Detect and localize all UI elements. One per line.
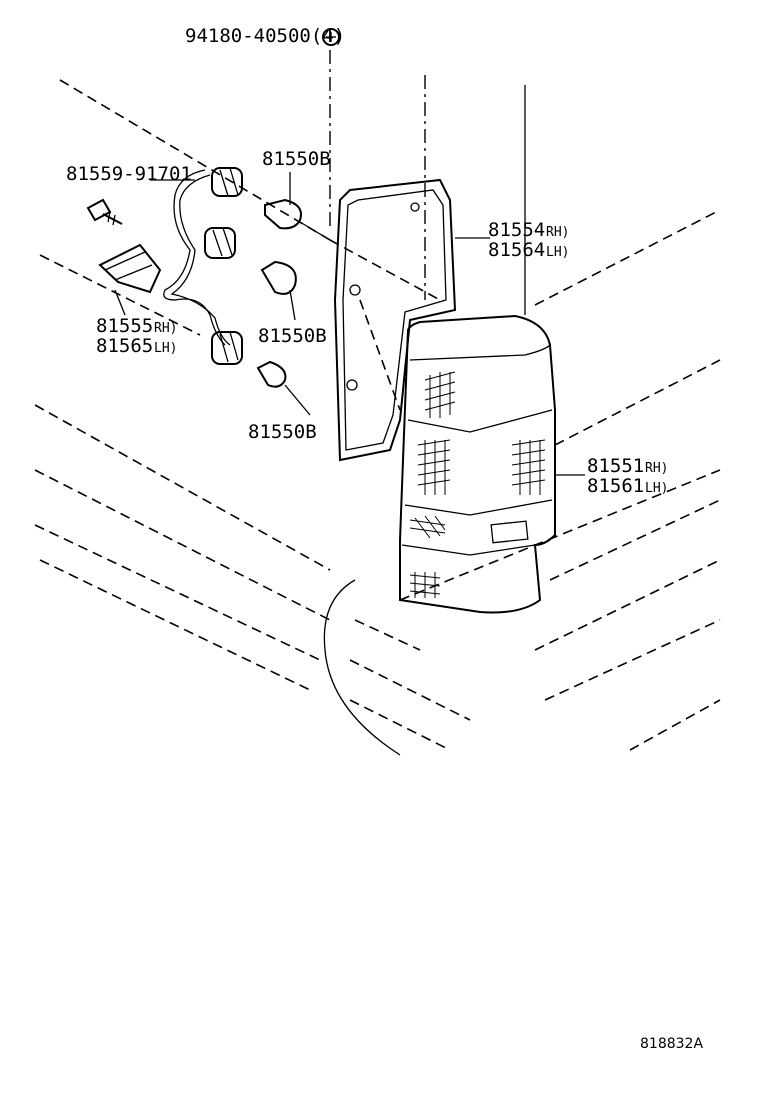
callout-text: 81565 xyxy=(96,335,153,357)
callout-text: 81550B xyxy=(248,421,317,443)
screw xyxy=(86,198,123,226)
socket-bottom xyxy=(211,331,243,365)
bulb-top xyxy=(264,198,302,230)
gasket xyxy=(333,178,457,462)
callout-screw: 81559-91701 xyxy=(66,163,192,185)
callout-side: LH) xyxy=(546,245,569,260)
callout-socket: 81555 RH) 81565 LH) xyxy=(96,315,177,357)
figure-reference: 818832A xyxy=(640,1036,703,1052)
leader-lines xyxy=(114,85,585,476)
callout-text: 94180-40500(4) xyxy=(185,25,345,47)
callout-text: 81559-91701 xyxy=(66,163,192,185)
callout-lens: 81551 RH) 81561 LH) xyxy=(587,455,668,497)
callout-side: RH) xyxy=(154,321,177,336)
callout-text: 81550B xyxy=(262,148,331,170)
callout-text: 81550B xyxy=(258,325,327,347)
clip xyxy=(322,28,340,46)
bulb-middle xyxy=(260,260,297,295)
callout-side: LH) xyxy=(645,481,668,496)
callout-text: 81561 xyxy=(587,475,644,497)
callout-side: RH) xyxy=(645,461,668,476)
callout-side: RH) xyxy=(546,225,569,240)
callout-side: LH) xyxy=(154,341,177,356)
socket-middle xyxy=(204,227,236,259)
wire-harness xyxy=(98,167,243,365)
callout-bulb-bottom: 81550B xyxy=(248,421,317,443)
callout-text: 81551 xyxy=(587,455,644,477)
connector xyxy=(98,243,162,294)
callout-text: 81555 xyxy=(96,315,153,337)
socket-top xyxy=(211,167,243,197)
callout-bulb-middle: 81550B xyxy=(258,325,327,347)
lens-hatching xyxy=(409,371,546,598)
callout-clip: 94180-40500(4) xyxy=(185,25,345,47)
callout-gasket: 81554 RH) 81564 LH) xyxy=(488,219,569,261)
body-outline-lines xyxy=(34,50,721,756)
bulb-bottom xyxy=(256,360,287,388)
callout-text: 81564 xyxy=(488,239,545,261)
tail-lamp-lens xyxy=(399,314,556,614)
callout-bulb-top: 81550B xyxy=(262,148,331,170)
callout-text: 81554 xyxy=(488,219,545,241)
